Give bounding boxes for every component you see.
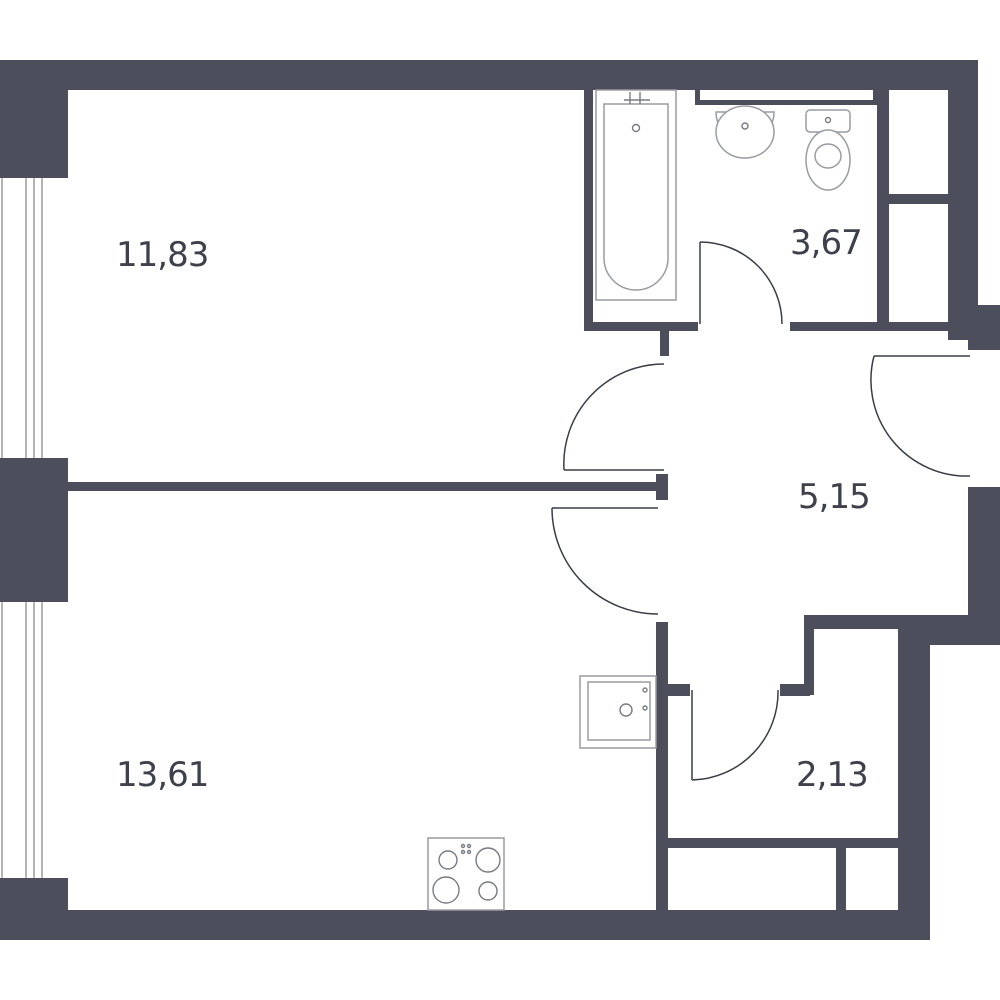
right-wall-jamb xyxy=(968,305,1000,350)
window-lower xyxy=(1,602,43,878)
bedroom-kitchen-partition xyxy=(68,482,658,491)
bathroom-bottom-right xyxy=(790,322,950,331)
storage-top-wall xyxy=(804,615,904,629)
hallway-area-label: 5,15 xyxy=(798,477,870,517)
stove-icon xyxy=(427,837,505,911)
kitchen-door-swing xyxy=(551,507,659,615)
bedroom-area-label: 11,83 xyxy=(116,235,208,275)
bathroom-area-label: 3,67 xyxy=(790,223,862,263)
left-wall-upper xyxy=(0,60,68,178)
kitchen-sink-icon xyxy=(579,675,657,749)
entrance-door-swing xyxy=(870,355,971,477)
right-wall-lower-jamb xyxy=(968,487,1000,617)
storage-bottom-wall xyxy=(668,838,900,848)
storage-area-label: 2,13 xyxy=(796,755,868,795)
partition-end-stub xyxy=(656,474,668,500)
storage-corner-vertical xyxy=(804,615,814,695)
hall-stub-upper xyxy=(660,330,669,356)
sink-icon xyxy=(715,105,775,159)
right-wall-lower xyxy=(898,615,930,940)
toilet-icon xyxy=(805,109,851,191)
bathroom-shaft-wall xyxy=(877,90,889,330)
storage-stub-left xyxy=(668,684,690,696)
left-wall-middle xyxy=(0,458,68,602)
bathroom-door-swing xyxy=(699,241,783,325)
window-upper xyxy=(1,178,43,458)
kitchen-area-label: 13,61 xyxy=(116,755,208,795)
interior-walls xyxy=(68,90,950,910)
storage-stub-right xyxy=(780,684,810,696)
bottom-wall xyxy=(0,910,930,940)
storage-door-swing xyxy=(691,689,779,781)
bathtub-icon xyxy=(595,89,677,301)
right-wall-upper xyxy=(948,60,978,340)
kitchen-right-wall xyxy=(656,622,668,910)
doors xyxy=(551,241,971,781)
shaft-divider xyxy=(889,194,949,204)
closet-divider xyxy=(836,838,846,910)
bathroom-left-wall xyxy=(584,90,593,330)
bathroom-bottom-left xyxy=(584,322,698,331)
bedroom-door-swing xyxy=(563,363,665,471)
exterior-walls xyxy=(0,60,1000,940)
top-wall xyxy=(0,60,978,90)
